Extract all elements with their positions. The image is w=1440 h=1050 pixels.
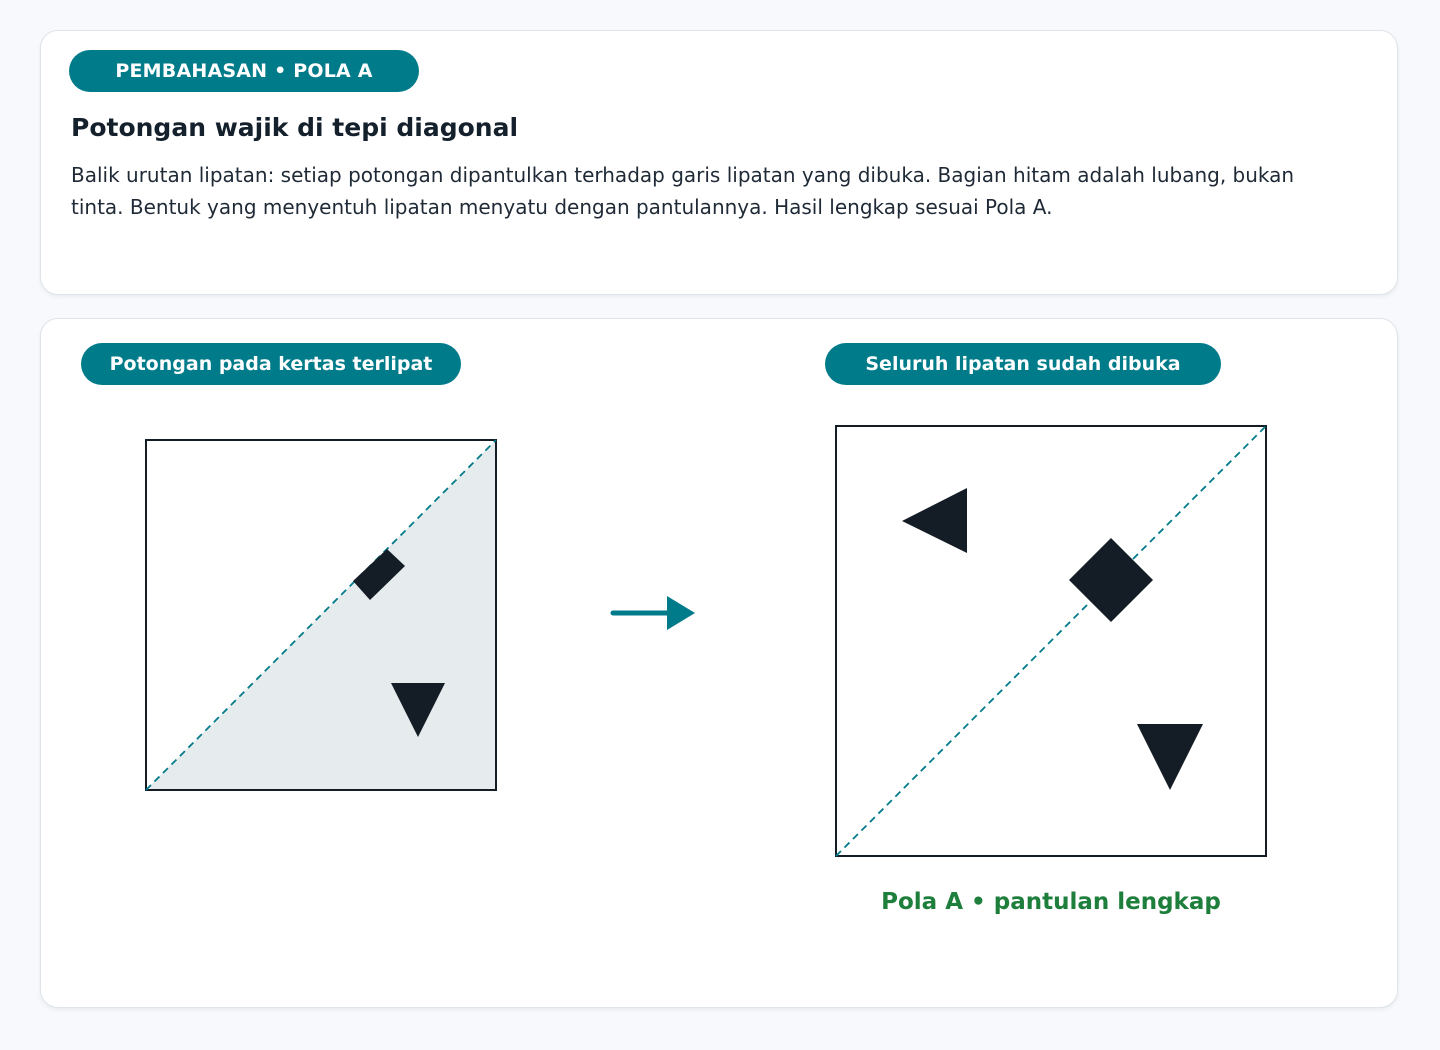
unfolded-paper-label: Seluruh lipatan sudah dibuka [825,343,1221,385]
fold-line [145,439,497,791]
unfolded-paper-figure [835,425,1267,857]
result-caption: Pola A • pantulan lengkap [881,889,1221,915]
triangle-down-hole [1137,724,1203,790]
explanation-card: PEMBAHASAN • POLA A Potongan wajik di te… [40,30,1398,295]
triangle-left-hole [902,488,967,553]
folded-paper-label: Potongan pada kertas terlipat [81,343,461,385]
explanation-text: Balik urutan lipatan: setiap potongan di… [71,163,1295,219]
folded-paper-figure [145,439,497,791]
fold-line [835,425,1267,857]
triangle-down-cut [391,683,445,737]
half-diamond-cut [353,549,405,600]
arrow-right-icon [610,596,695,630]
diagram-card: Potongan pada kertas terlipat Seluruh li… [40,318,1398,1008]
section-badge: PEMBAHASAN • POLA A [69,50,419,92]
page-title: Potongan wajik di tepi diagonal [71,113,519,142]
diamond-hole [1069,538,1153,622]
folded-paper-border [145,439,497,791]
